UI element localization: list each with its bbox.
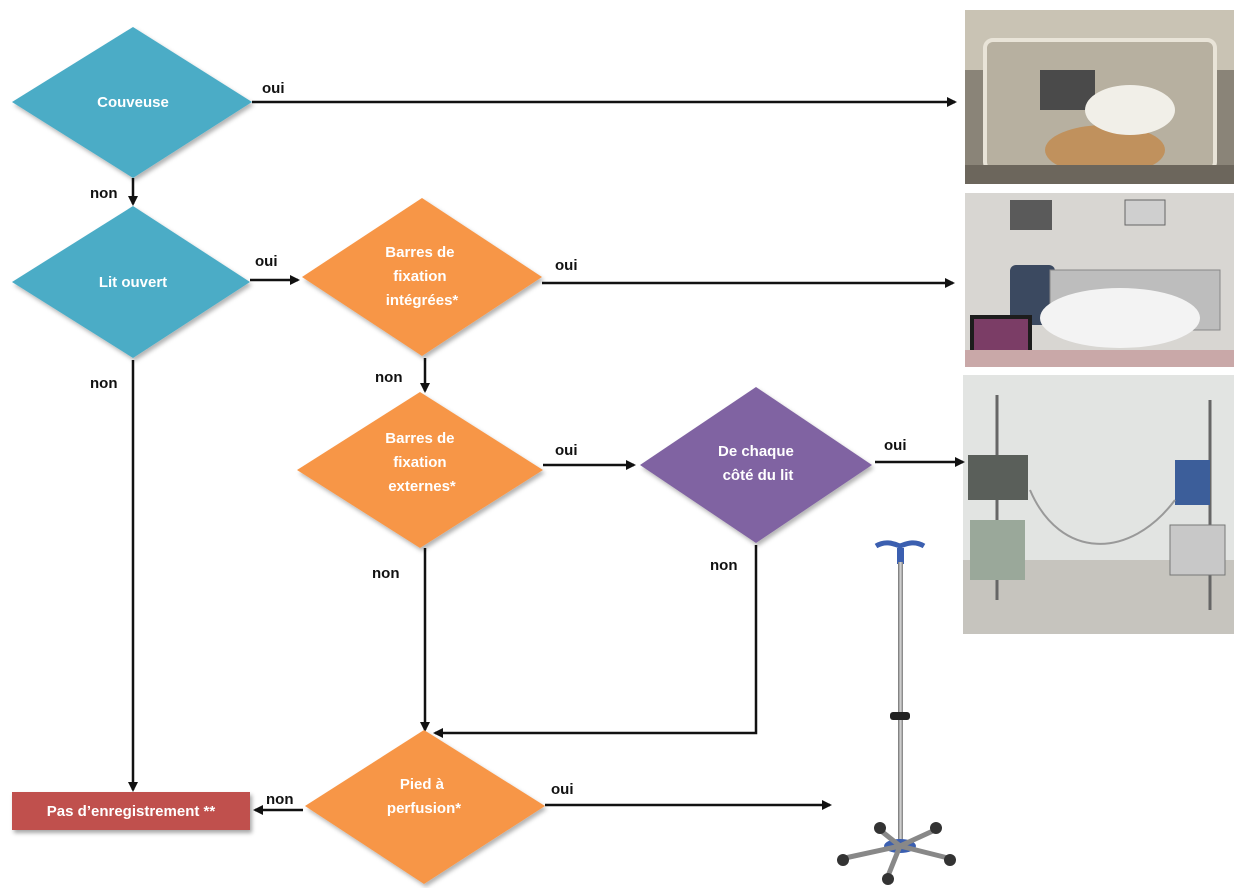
barres-externes-decision [297, 392, 543, 548]
barres-externes-label: Barres de fixation externes* [385, 430, 458, 495]
lit-ouvert-decision [12, 206, 250, 358]
couveuse-label: Couveuse [97, 94, 169, 111]
edge-cote-non [433, 545, 758, 738]
incubator-photo [965, 10, 1234, 184]
chaque-cote-decision [640, 387, 872, 543]
barres-integrees-label: Barres de fixation intégrées* [385, 244, 458, 309]
pas-enregistrement-label: Pas d’enregistrement ** [46, 802, 216, 820]
pied-perfusion-label: Pied à perfusion* [387, 776, 461, 817]
pas-enregistrement-box: Pas d’enregistrement ** [12, 792, 250, 830]
lit-ouvert-label: Lit ouvert [99, 274, 167, 291]
integrees-non-label: non [375, 369, 403, 386]
cote-oui-label: oui [884, 437, 907, 454]
external-bars-photo [963, 375, 1234, 634]
couveuse-oui-label: oui [262, 80, 285, 97]
chaque-cote-label: De chaque côté du lit [718, 443, 798, 484]
externes-oui-label: oui [555, 442, 578, 459]
pied-perfusion-decision [305, 730, 545, 884]
pied-non-label: non [266, 791, 294, 808]
lit-non-label: non [90, 375, 118, 392]
iv-pole-photo [837, 540, 956, 885]
cote-non-label: non [710, 557, 738, 574]
integrees-oui-label: oui [555, 257, 578, 274]
pied-oui-label: oui [551, 781, 574, 798]
lit-oui-label: oui [255, 253, 278, 270]
couveuse-non-label: non [90, 185, 118, 202]
open-bed-photo [965, 193, 1234, 367]
barres-integrees-decision [302, 198, 542, 356]
couveuse-decision [12, 27, 252, 178]
externes-non-label: non [372, 565, 400, 582]
